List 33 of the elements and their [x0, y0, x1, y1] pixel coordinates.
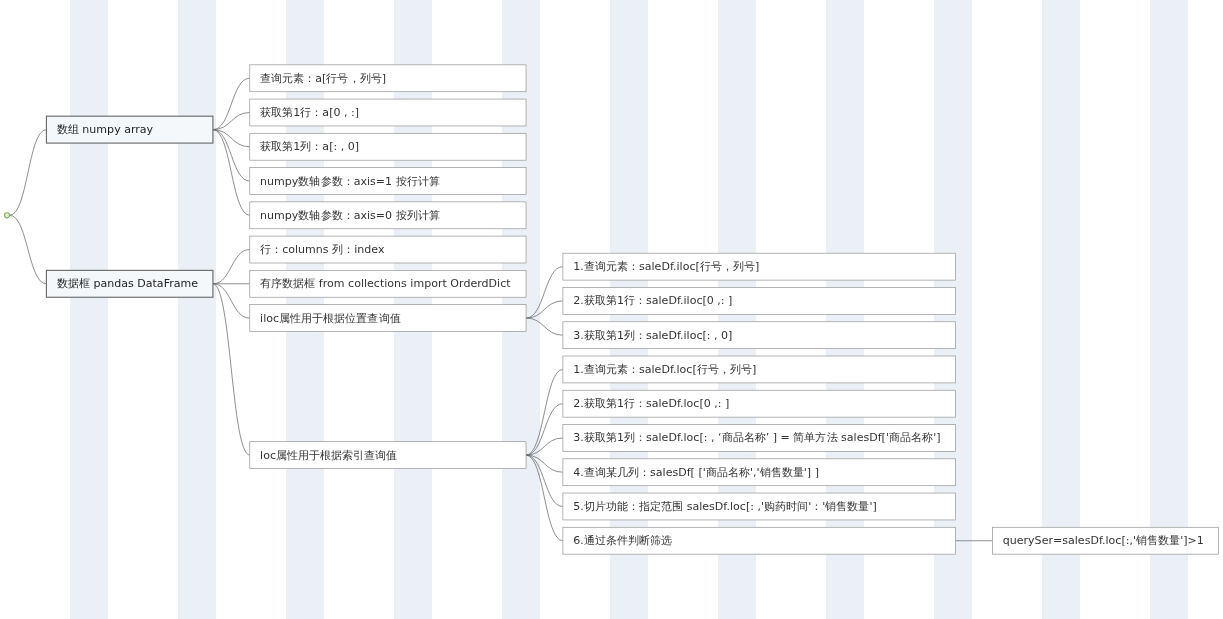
topic-node: 有序数据框 from collections import OrderdDict [249, 270, 527, 298]
connector-line [525, 300, 564, 319]
topic-node: numpy数轴参数：axis=0 按列计算 [249, 201, 527, 230]
connector-line [955, 540, 993, 542]
root-circle [3, 212, 11, 219]
topic-node: 3.获取第1列：saleDf.loc[: , ‘商品名称’ ] = 简单方法 salesDf['商品名称'] [562, 424, 956, 452]
topic-node: 2.获取第1行：saleDf.loc[0 ,: ] [562, 389, 956, 418]
topic-node: 1.查询元素：saleDf.loc[行号，列号] [562, 355, 956, 384]
connector-line [525, 317, 564, 336]
connector-line [525, 437, 564, 456]
topic-node: 数据框 pandas DataFrame [45, 269, 214, 298]
topic-node: 1.查询元素：saleDf.iloc[行号，列号] [562, 252, 956, 281]
topic-node: 3.获取第1列：saleDf.iloc[: , 0] [562, 321, 956, 349]
topic-node: 2.获取第1行：saleDf.iloc[0 ,: ] [562, 287, 956, 315]
topic-node: querySer=salesDf.loc[:,'销售数量']>1 [992, 526, 1219, 555]
topic-node: 数组 numpy array [45, 115, 214, 144]
connector-line [212, 129, 251, 216]
topic-node: 获取第1列：a[: , 0] [249, 132, 527, 161]
topic-node: iloc属性用于根据位置查询值 [249, 304, 527, 332]
topic-node: 获取第1行：a[0 , :] [249, 98, 527, 127]
topic-node: 4.查询某几列：salesDf[ ['商品名称','销售数量'] ] [562, 458, 956, 487]
connector-line [9, 129, 47, 216]
connector-line [9, 214, 47, 285]
connector-line [525, 454, 564, 542]
connector-line [212, 129, 251, 182]
connector-line [212, 283, 251, 319]
connector-line [212, 283, 251, 456]
topic-node: 5.切片功能：指定范围 salesDf.loc[: ,'购药时间'：'销售数量'] [562, 492, 956, 521]
topic-node: numpy数轴参数：axis=1 按行计算 [249, 167, 527, 195]
topic-node: 6.通过条件判断筛选 [562, 526, 956, 555]
topic-node: loc属性用于根据索引查询值 [249, 441, 527, 469]
topic-node: 查询元素：a[行号，列号] [249, 64, 527, 93]
topic-node: 行：columns 列：index [249, 235, 527, 264]
